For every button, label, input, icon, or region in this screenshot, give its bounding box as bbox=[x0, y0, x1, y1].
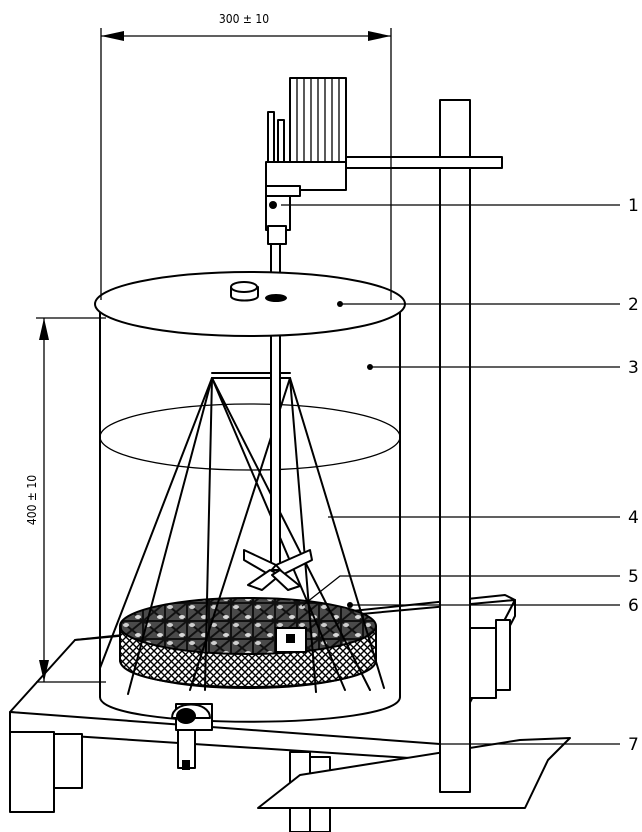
drain-valve-icon bbox=[171, 703, 213, 770]
vessel bbox=[99, 303, 401, 723]
callout-3: 3 bbox=[628, 358, 639, 378]
propeller-icon bbox=[243, 549, 313, 591]
height-dimension: 400 ± 10 bbox=[25, 317, 106, 683]
filler-cap-icon bbox=[230, 281, 259, 302]
width-dimension-label: 300 ± 10 bbox=[219, 12, 269, 26]
callout-2: 2 bbox=[628, 295, 639, 315]
motor-icon bbox=[265, 77, 347, 245]
callout-5: 5 bbox=[628, 567, 639, 587]
callout-labels: 1 2 3 4 5 6 7 bbox=[628, 196, 639, 755]
callout-leaders bbox=[281, 204, 620, 745]
width-dimension: 300 ± 10 bbox=[100, 12, 392, 300]
callout-6: 6 bbox=[628, 596, 639, 616]
callout-1: 1 bbox=[628, 196, 639, 216]
specimen-icon bbox=[275, 627, 307, 653]
callout-7: 7 bbox=[628, 735, 639, 755]
height-dimension-label: 400 ± 10 bbox=[25, 475, 39, 525]
callout-4: 4 bbox=[628, 508, 639, 528]
support-stand bbox=[339, 99, 503, 793]
vessel-lid bbox=[94, 271, 406, 337]
